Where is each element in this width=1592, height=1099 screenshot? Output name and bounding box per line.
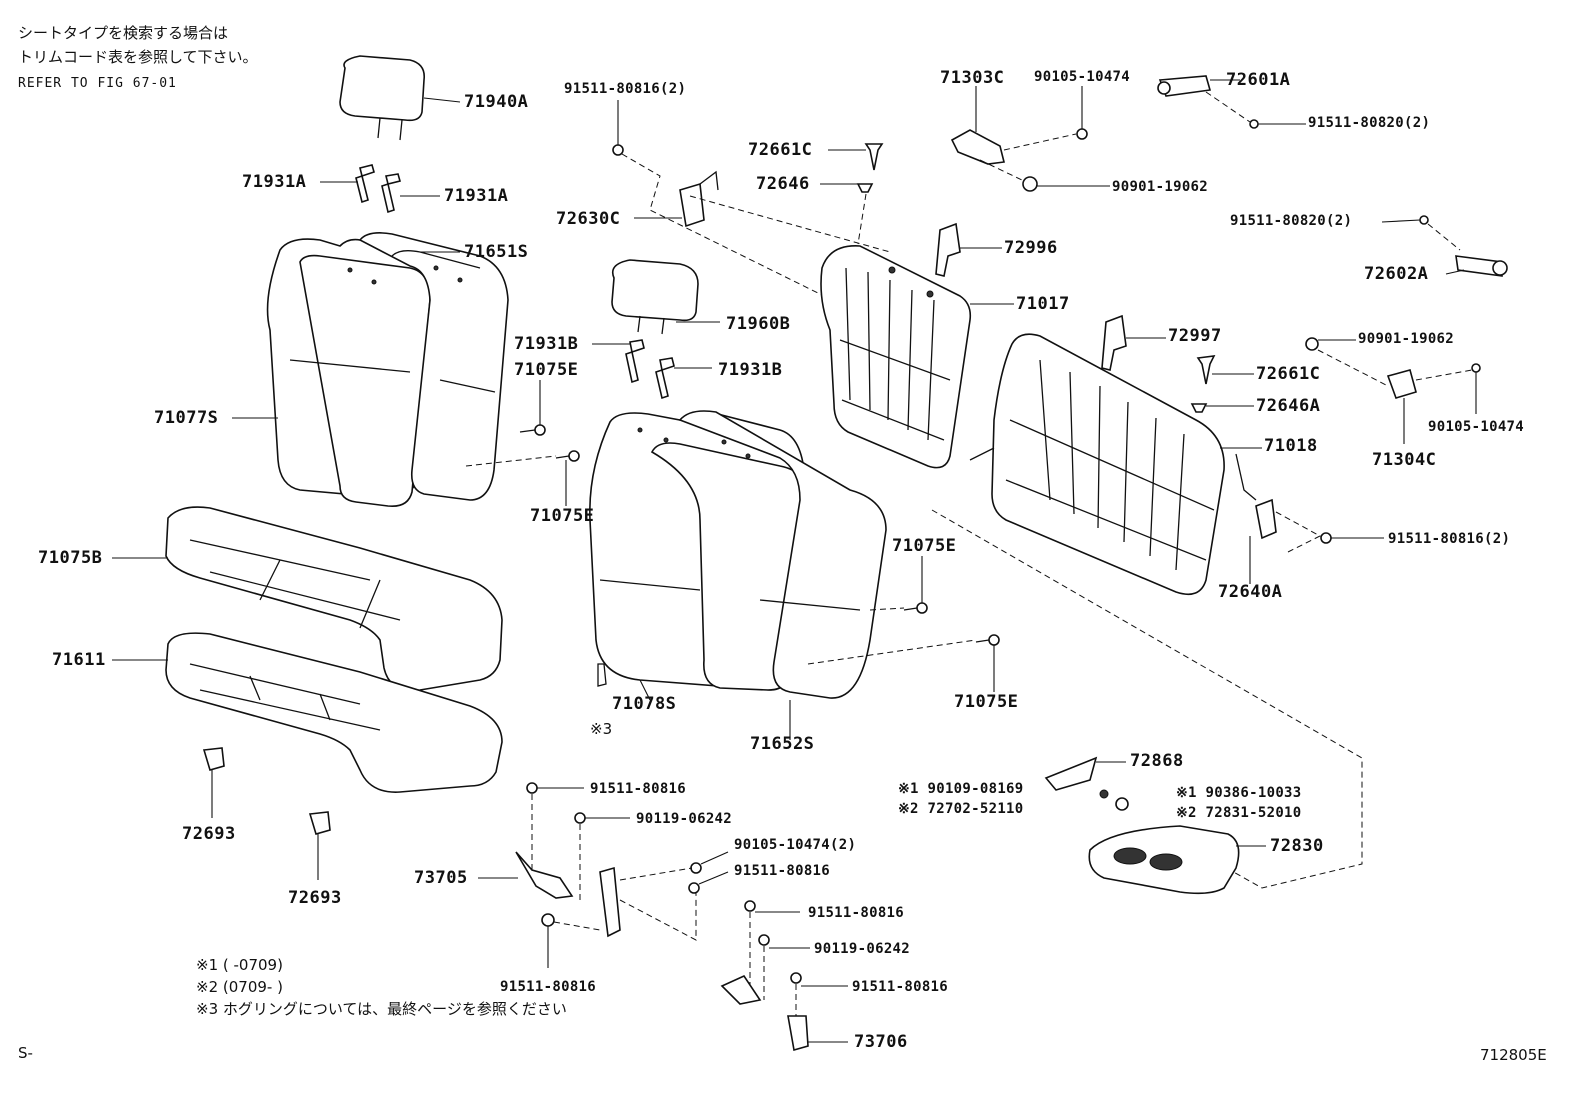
rod-72601A bbox=[1157, 75, 1306, 129]
guide-71931A bbox=[320, 164, 440, 214]
figure-id: 712805E bbox=[1480, 1046, 1547, 1064]
bracket-73705 bbox=[478, 782, 729, 968]
label-72868: 72868 bbox=[1130, 751, 1184, 771]
frame-71018 bbox=[969, 333, 1262, 596]
label-91511-80820-2: 91511-80820(2) bbox=[1308, 115, 1431, 131]
label-90105-10474: 90105-10474 bbox=[1428, 419, 1525, 435]
seatback-left bbox=[232, 232, 509, 508]
label-91511-80816: 91511-80816 bbox=[500, 979, 597, 995]
label-72702-52110: ※2 72702-52110 bbox=[898, 801, 1024, 817]
label-90386-10033: ※1 90386-10033 bbox=[1176, 785, 1302, 801]
seatback-center bbox=[589, 410, 887, 740]
bracket-71303C bbox=[950, 86, 1110, 192]
label-71303C: 71303C bbox=[940, 68, 1005, 88]
headrest-71940A bbox=[339, 55, 461, 141]
label-91511-80816-2: 91511-80816(2) bbox=[564, 81, 687, 97]
label-72693: 72693 bbox=[182, 824, 236, 844]
label-72997: 72997 bbox=[1168, 326, 1222, 346]
label-71931B: 71931B bbox=[718, 360, 783, 380]
label-71075B: 71075B bbox=[38, 548, 103, 568]
bracket-73706 bbox=[720, 900, 848, 1052]
label-71075E: 71075E bbox=[954, 692, 1019, 712]
label-71304C: 71304C bbox=[1372, 450, 1437, 470]
label-91511-80820-2: 91511-80820(2) bbox=[1230, 213, 1353, 229]
label-72640A: 72640A bbox=[1218, 582, 1283, 602]
dash-frame-to-armrest bbox=[931, 509, 1363, 889]
headrest-71960B bbox=[611, 259, 720, 335]
label-73705: 73705 bbox=[414, 868, 468, 888]
latch-72996 bbox=[935, 222, 1002, 277]
hinge-72640A bbox=[1249, 498, 1384, 584]
footnote-1: ※1 ( -0709) bbox=[196, 956, 283, 974]
corner-left-code: S- bbox=[18, 1044, 33, 1062]
armrest-72830 bbox=[1044, 756, 1266, 895]
footnote-2: ※2 (0709- ) bbox=[196, 978, 283, 996]
hog-ring bbox=[597, 663, 607, 687]
note-refer-fig: REFER TO FIG 67-01 bbox=[18, 76, 177, 91]
label-91511-80816: 91511-80816 bbox=[734, 863, 831, 879]
label-71075E: 71075E bbox=[514, 360, 579, 380]
label-71931B: 71931B bbox=[514, 334, 579, 354]
label-72646A: 72646A bbox=[1256, 396, 1321, 416]
pin-72661C-72646A bbox=[1190, 355, 1254, 413]
label-72996: 72996 bbox=[1004, 238, 1058, 258]
hinge-72630C bbox=[612, 100, 891, 297]
label-72661C: 72661C bbox=[1256, 364, 1321, 384]
guide-71931B bbox=[592, 339, 712, 400]
label-72693: 72693 bbox=[288, 888, 342, 908]
label-72646: 72646 bbox=[756, 174, 810, 194]
label-72830: 72830 bbox=[1270, 836, 1324, 856]
label-71075E: 71075E bbox=[530, 506, 595, 526]
clip-72693 bbox=[202, 747, 331, 880]
label-90119-06242: 90119-06242 bbox=[814, 941, 911, 957]
label-90901-19062: 90901-19062 bbox=[1358, 331, 1455, 347]
footnote-3: ※3 ホグリングについては、最終ページを参照ください bbox=[196, 1000, 567, 1018]
label-71611: 71611 bbox=[52, 650, 106, 670]
label-90105-10474: 90105-10474 bbox=[1034, 69, 1131, 85]
label-90119-06242: 90119-06242 bbox=[636, 811, 733, 827]
pin-72661C-72646 bbox=[820, 143, 884, 245]
label-72602A: 72602A bbox=[1364, 264, 1429, 284]
label-72831-52010: ※2 72831-52010 bbox=[1176, 805, 1302, 821]
label-90109-08169: ※1 90109-08169 bbox=[898, 781, 1024, 797]
label-90901-19062: 90901-19062 bbox=[1112, 179, 1209, 195]
label-91511-80816: 91511-80816 bbox=[590, 781, 687, 797]
bracket-71304C bbox=[1305, 337, 1481, 444]
label-71960B: 71960B bbox=[726, 314, 791, 334]
label-71931A: 71931A bbox=[444, 186, 509, 206]
latch-72997 bbox=[1101, 314, 1166, 371]
seat-cushion bbox=[112, 506, 503, 793]
label-91511-80816: 91511-80816 bbox=[852, 979, 949, 995]
label-71017: 71017 bbox=[1016, 294, 1070, 314]
note-jp-line1: シートタイプを検索する場合は bbox=[18, 24, 229, 42]
label-71018: 71018 bbox=[1264, 436, 1318, 456]
label-71651S: 71651S bbox=[464, 242, 529, 262]
label-91511-80816: 91511-80816 bbox=[808, 905, 905, 921]
rod-72602A bbox=[1381, 215, 1508, 277]
screw-71075E bbox=[465, 380, 1000, 692]
label-90105-10474-2: 90105-10474(2) bbox=[734, 837, 857, 853]
note-jp-line2: トリムコード表を参照して下さい。 bbox=[18, 48, 258, 66]
label-72661C: 72661C bbox=[748, 140, 813, 160]
label-71652S: 71652S bbox=[750, 734, 815, 754]
label-91511-80816-2: 91511-80816(2) bbox=[1388, 531, 1511, 547]
label-71078S: 71078S bbox=[612, 694, 677, 714]
label-73706: 73706 bbox=[854, 1032, 908, 1052]
label-mark3: ※3 bbox=[590, 720, 613, 738]
label-71931A: 71931A bbox=[242, 172, 307, 192]
frame-71017 bbox=[820, 245, 1014, 469]
label-71077S: 71077S bbox=[154, 408, 219, 428]
label-72601A: 72601A bbox=[1226, 70, 1291, 90]
label-72630C: 72630C bbox=[556, 209, 621, 229]
label-71940A: 71940A bbox=[464, 92, 529, 112]
label-71075E: 71075E bbox=[892, 536, 957, 556]
